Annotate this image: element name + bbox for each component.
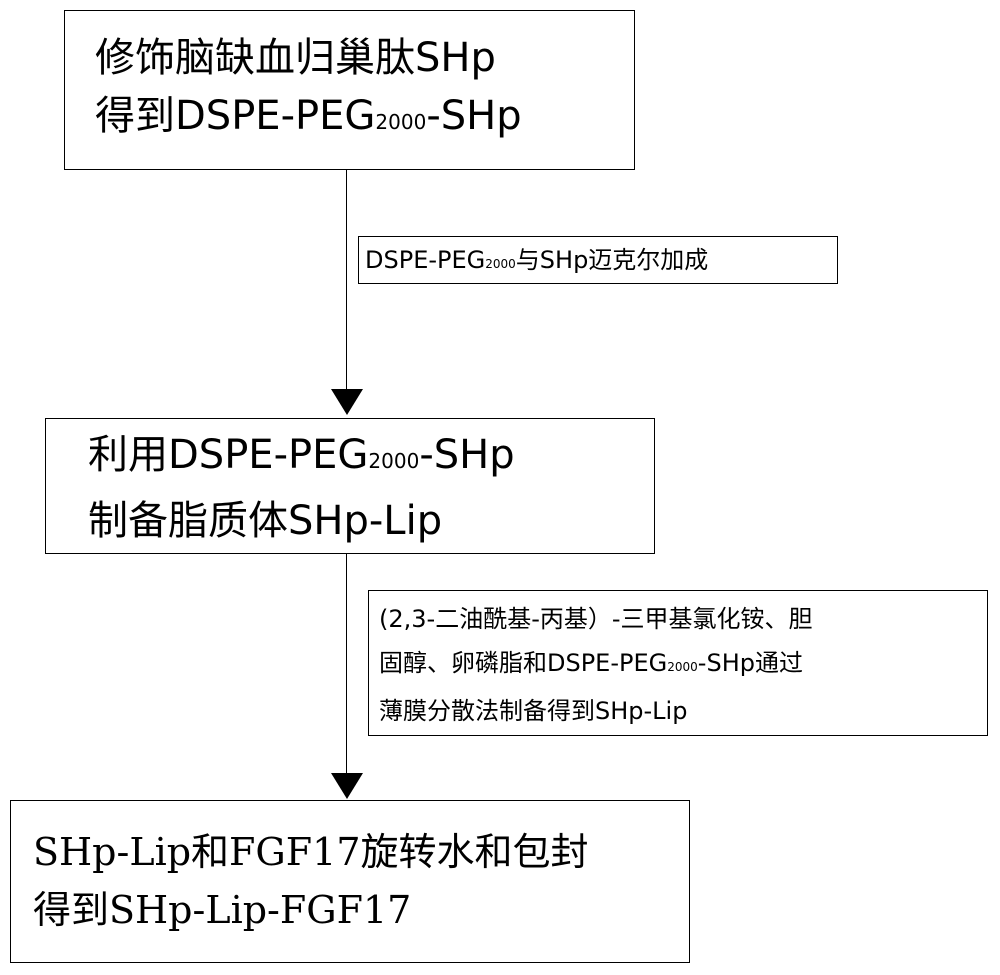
step-box-3: SHp-Lip和FGF17旋转水和包封 得到SHp-Lip-FGF17 bbox=[10, 800, 690, 963]
annotation-1: DSPE-PEG2000与SHp迈克尔加成 bbox=[358, 236, 838, 284]
step3-line1: SHp-Lip和FGF17旋转水和包封 bbox=[33, 830, 589, 874]
step-box-1: 修饰脑缺血归巢肽SHp 得到DSPE-PEG2000-SHp bbox=[64, 10, 635, 170]
step2-line2: 制备脂质体SHp-Lip bbox=[88, 498, 443, 544]
connector-line-1 bbox=[346, 170, 347, 392]
step1-line1: 修饰脑缺血归巢肽SHp bbox=[95, 35, 496, 81]
connector-line-2 bbox=[346, 554, 347, 776]
step1-line2: 得到DSPE-PEG2000-SHp bbox=[95, 93, 522, 139]
annotation-2: (2,3-二油酰基-丙基）-三甲基氯化铵、胆 固醇、卵磷脂和DSPE-PEG20… bbox=[368, 590, 988, 736]
step3-line2: 得到SHp-Lip-FGF17 bbox=[33, 888, 412, 932]
step2-line1: 利用DSPE-PEG2000-SHp bbox=[88, 432, 515, 478]
step-box-2: 利用DSPE-PEG2000-SHp 制备脂质体SHp-Lip bbox=[45, 418, 655, 554]
arrow-down-icon bbox=[331, 773, 363, 799]
arrow-down-icon bbox=[331, 389, 363, 415]
